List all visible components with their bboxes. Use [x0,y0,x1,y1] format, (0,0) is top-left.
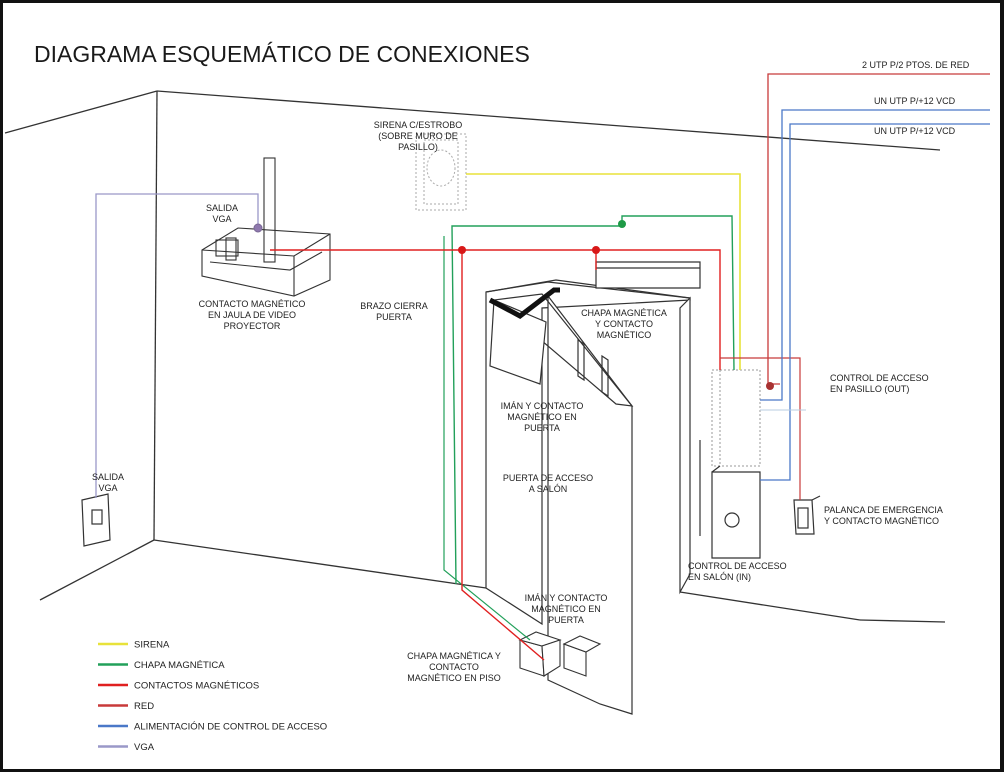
red-feed-label: 2 UTP P/2 PTOS. DE RED [862,60,970,70]
contacto-jaula-label-2: EN JAULA DE VIDEO [208,310,296,320]
emergency-lever [793,495,821,535]
contact-junction-1-icon [458,246,466,254]
chapa-floor-cable [443,236,531,641]
power-cable-1 [760,109,990,401]
legend-label-3: RED [134,701,154,712]
floor-magnets [518,631,602,677]
legend-label-1: CHAPA MAGNÉTICA [134,660,225,671]
control-in-label-2: EN SALÓN (IN) [688,572,751,582]
palanca-label-2: Y CONTACTO MAGNÉTICO [824,516,939,526]
control-in-device [699,440,761,559]
puerta-label-2: A SALÓN [529,484,568,494]
sirena-label-3: PASILLO) [398,142,438,152]
salida-vga-top-label-2: VGA [212,214,231,224]
door-assembly [485,261,701,715]
contact-cable-main [270,249,721,370]
contact-junction-2-icon [592,246,600,254]
puerta-label-1: PUERTA DE ACCESO [503,473,593,483]
brazo-label-2: PUERTA [376,312,412,322]
iman-top-label-1: IMÁN Y CONTACTO [501,401,584,411]
vga-port-icon [253,223,263,233]
diagram-title: DIAGRAMA ESQUEMÁTICO DE CONEXIONES [34,41,530,67]
salida-vga-top-label-1: SALIDA [206,203,238,213]
network-port-icon [766,382,774,390]
siren-device [415,133,467,211]
vga-box-left [81,493,111,547]
control-out-device [711,369,761,467]
legend: SIRENA CHAPA MAGNÉTICA CONTACTOS MAGNÉTICO… [98,640,327,753]
network-cable-lever [720,357,801,500]
room-walls [4,90,946,623]
vga-cable [95,193,259,498]
power-2-label: UN UTP P/+12 VCD [874,126,956,136]
power-1-label: UN UTP P/+12 VCD [874,96,956,106]
chapa-piso-label-3: MAGNÉTICO EN PISO [407,673,501,683]
control-out-label-2: EN PASILLO (OUT) [830,384,909,394]
chapa-piso-label-1: CHAPA MAGNÉTICA Y [407,651,501,661]
chapa-junction-icon [618,220,626,228]
legend-label-5: VGA [134,742,155,753]
chapa-top-label-1: CHAPA MAGNÉTICA [581,308,667,318]
siren-cable [466,173,741,370]
iman-top-label-3: PUERTA [524,423,560,433]
contacto-jaula-label-1: CONTACTO MAGNÉTICO [199,299,306,309]
iman-top-label-2: MAGNÉTICO EN [507,412,577,422]
network-cable [767,73,990,385]
iman-bottom-label-3: PUERTA [548,615,584,625]
legend-label-4: ALIMENTACIÓN DE CONTROL DE ACCESO [134,722,327,733]
sirena-label-2: (SOBRE MURO DE [378,131,458,141]
contacto-jaula-label-3: PROYECTOR [224,321,281,331]
iman-bottom-label-2: MAGNÉTICO EN [531,604,601,614]
salida-vga-left-label-2: VGA [98,483,117,493]
contact-cable-floor [461,250,545,661]
legend-label-2: CONTACTOS MAGNÉTICOS [134,681,259,692]
control-in-label-1: CONTROL DE ACCESO [688,561,787,571]
sirena-label-1: SIRENA C/ESTROBO [374,120,463,130]
chapa-piso-label-2: CONTACTO [429,662,479,672]
projector-cage [201,157,331,297]
door-closer-arm [488,287,560,319]
iman-bottom-label-1: IMÁN Y CONTACTO [525,593,608,603]
salida-vga-left-label-1: SALIDA [92,472,124,482]
palanca-label-1: PALANCA DE EMERGENCIA [824,505,943,515]
chapa-top-label-3: MAGNÉTICO [597,330,652,340]
power-cable-2 [760,123,990,481]
legend-label-0: SIRENA [134,640,170,651]
chapa-top-label-2: Y CONTACTO [595,319,653,329]
control-out-label-1: CONTROL DE ACCESO [830,373,929,383]
brazo-label-1: BRAZO CIERRA [360,301,428,311]
